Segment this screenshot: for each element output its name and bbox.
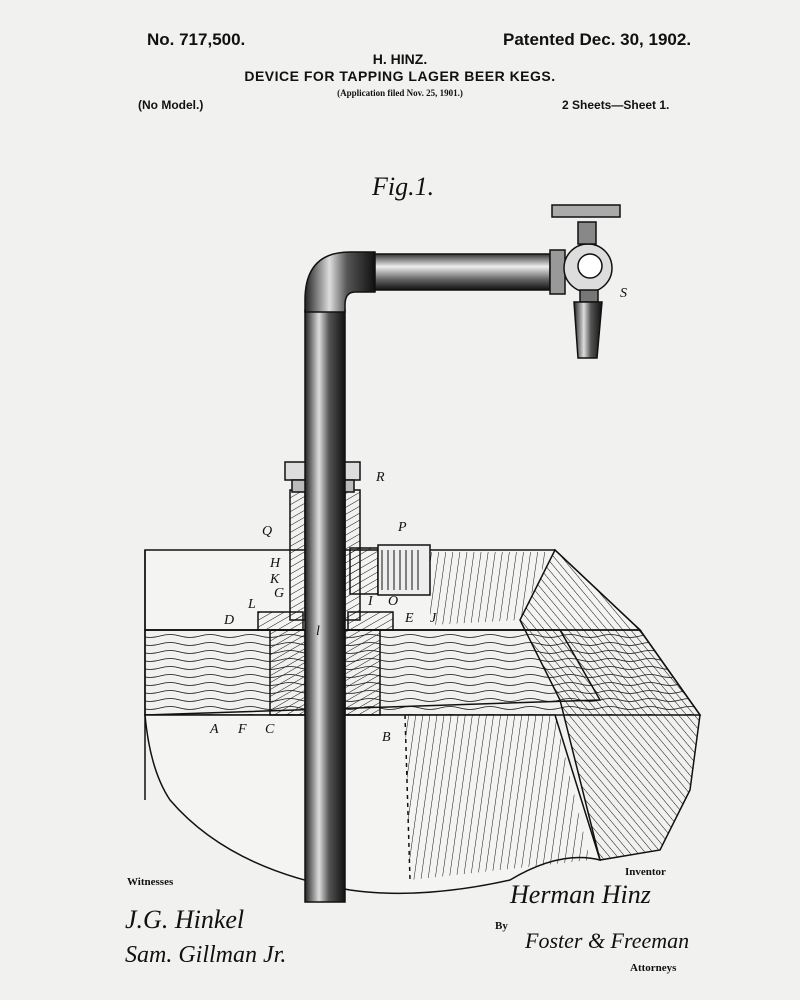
- sheet-number: 2 Sheets—Sheet 1.: [562, 98, 670, 112]
- part-label-s: S: [620, 286, 627, 301]
- attorneys-signature: Foster & Freeman: [525, 928, 690, 953]
- faucet: [551, 204, 621, 359]
- part-label-g: G: [274, 586, 285, 601]
- patent-title: DEVICE FOR TAPPING LAGER BEER KEGS.: [244, 68, 556, 84]
- part-label-j: J: [430, 611, 437, 626]
- witnesses-label: Witnesses: [127, 876, 174, 888]
- part-label-i: I: [368, 594, 373, 609]
- inventor-label: Inventor: [625, 866, 666, 878]
- patent-number: No. 717,500.: [147, 30, 246, 49]
- part-label-r: R: [376, 470, 385, 485]
- part-label-h: H: [270, 556, 281, 571]
- part-label-d: D: [224, 613, 235, 628]
- part-label-b: B: [382, 730, 391, 745]
- witness-2-signature: Sam. Gillman Jr.: [125, 942, 287, 968]
- part-label-o: O: [388, 594, 399, 609]
- part-label-p: P: [398, 520, 407, 535]
- part-label-f: F: [238, 722, 247, 737]
- figure-label: Fig.1.: [372, 172, 435, 201]
- attorneys-label: Attorneys: [630, 962, 677, 974]
- inventor-signature: Herman Hinz: [510, 880, 651, 909]
- part-label-k: K: [270, 572, 280, 587]
- witness-1-signature: J.G. Hinkel: [125, 905, 245, 934]
- part-label-c: C: [265, 722, 275, 737]
- part-label-a: A: [210, 722, 219, 737]
- tap-pipe: [304, 249, 566, 903]
- part-label-l-small: l: [316, 624, 320, 639]
- model-note: (No Model.): [138, 98, 204, 112]
- inventor-name: H. HINZ.: [372, 51, 428, 67]
- part-label-q: Q: [262, 524, 273, 539]
- part-label-e: E: [405, 611, 414, 626]
- part-label-l: L: [248, 597, 256, 612]
- patent-date: Patented Dec. 30, 1902.: [503, 30, 692, 49]
- by-label: By: [495, 920, 508, 932]
- application-date: (Application filed Nov. 25, 1901.): [337, 88, 463, 98]
- keg: [144, 548, 702, 895]
